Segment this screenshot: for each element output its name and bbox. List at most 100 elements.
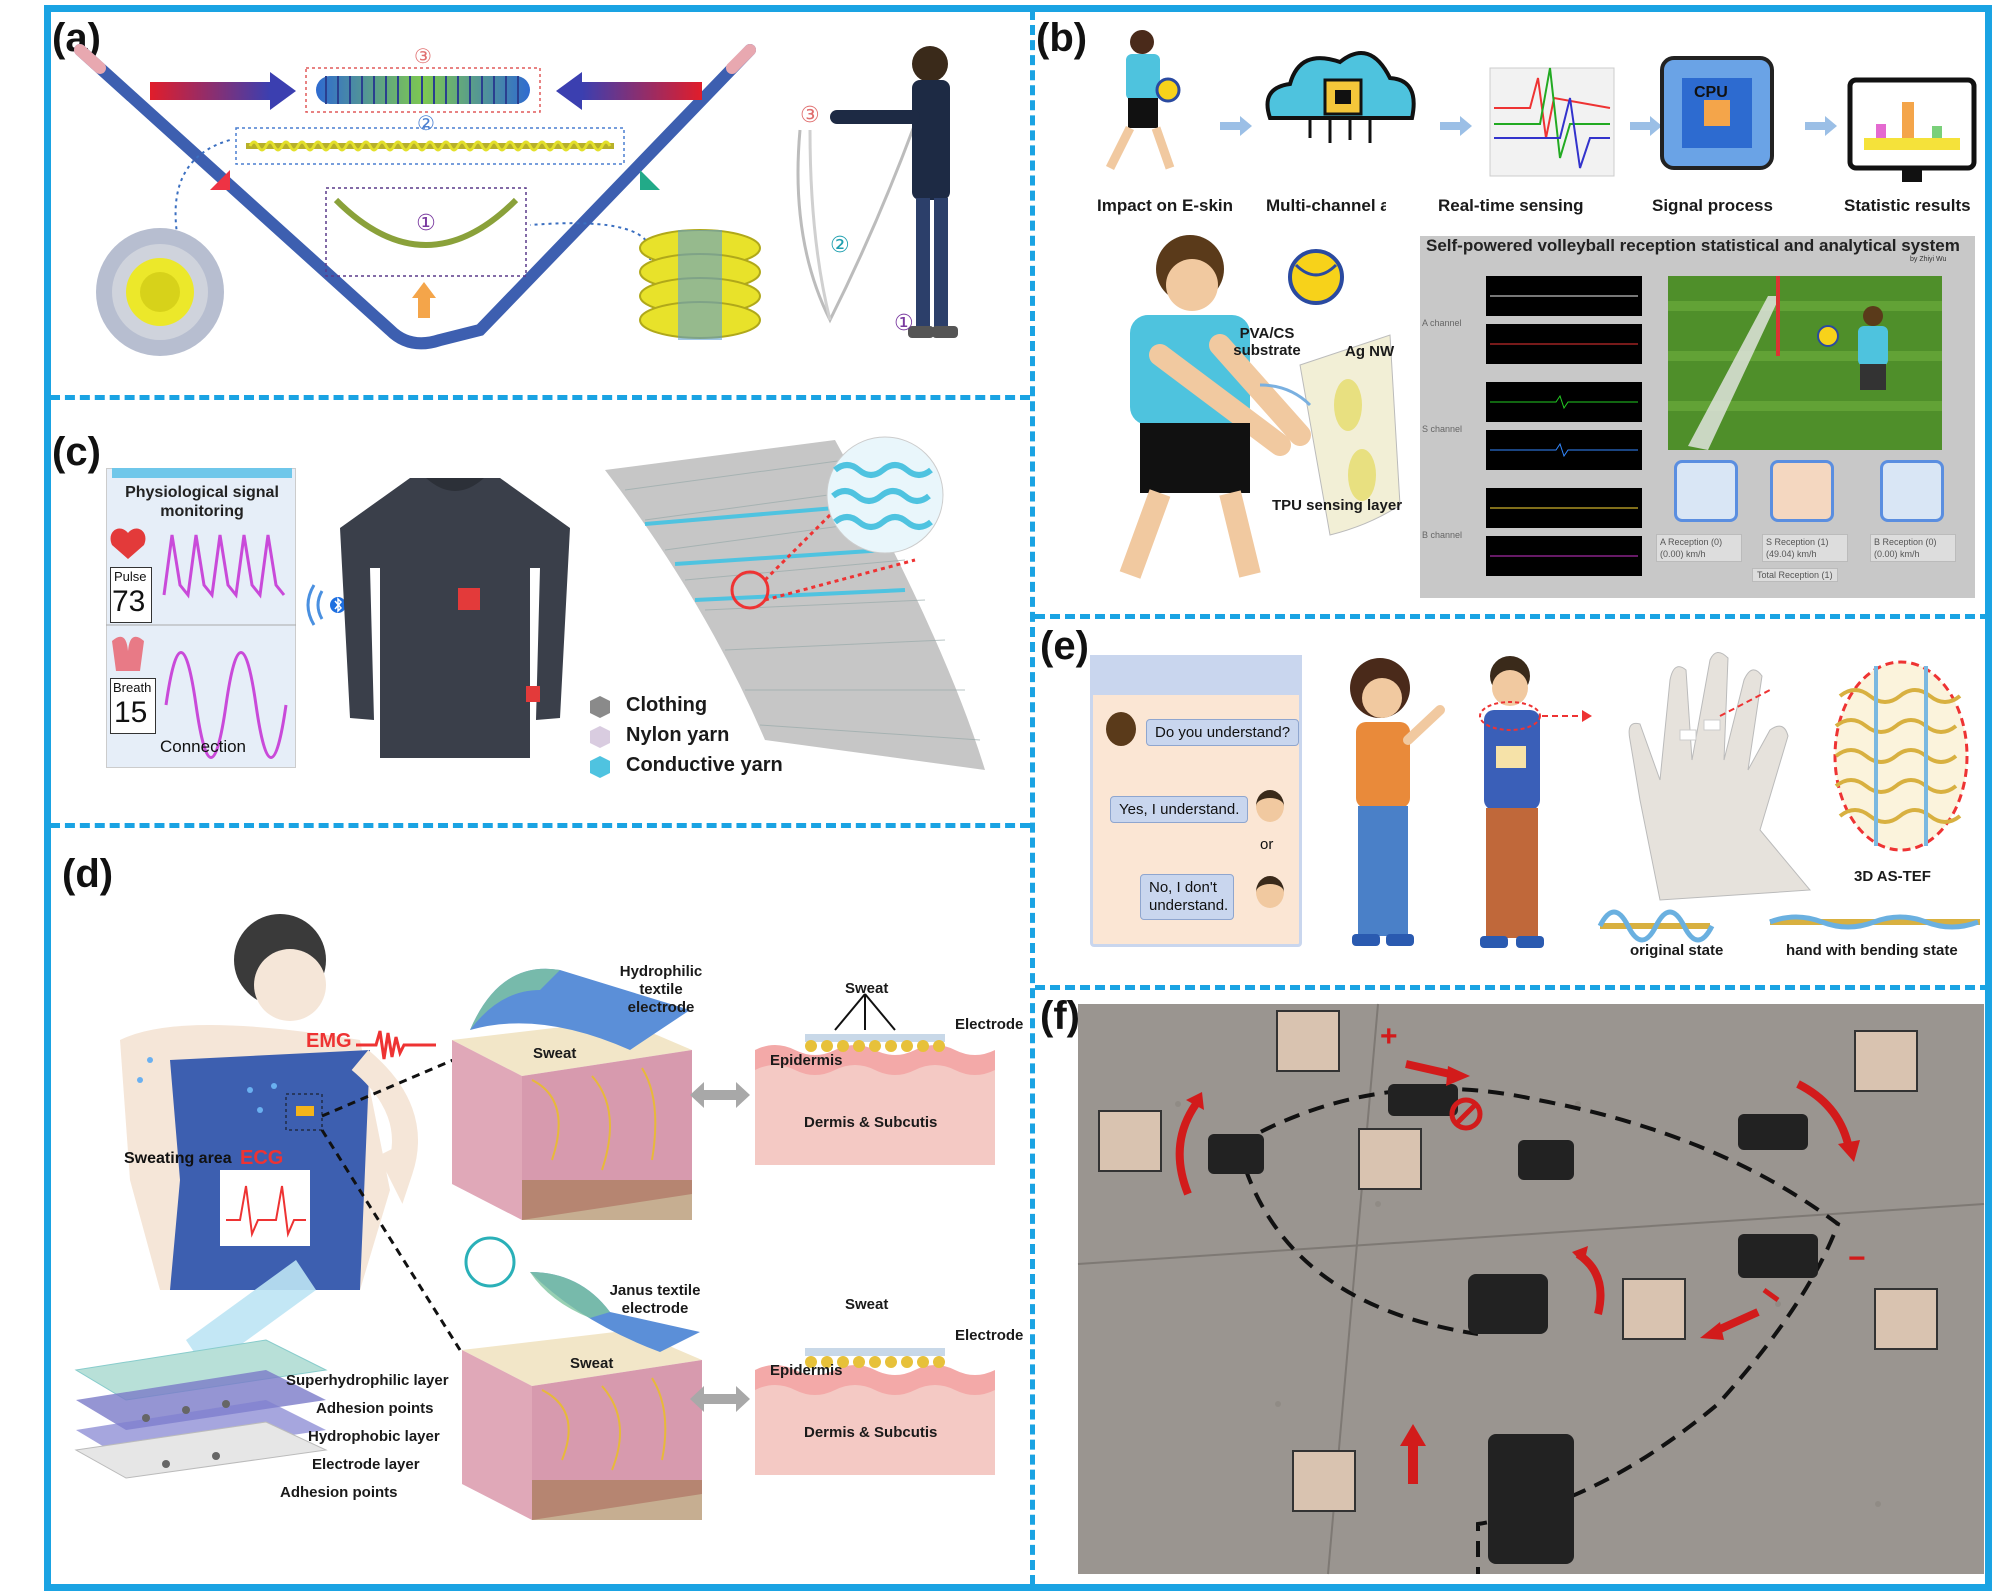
readout-s-name: S Reception — [1766, 537, 1816, 547]
janus-zoom-circle — [464, 1236, 516, 1288]
epidermis-label-bottom: Epidermis — [770, 1362, 843, 1379]
system-title: Self-powered volleyball reception statis… — [1426, 236, 1960, 255]
double-arrow-1 — [690, 1082, 750, 1108]
readout-b-count: 0 — [1928, 537, 1934, 547]
outer-frame — [44, 5, 1992, 1591]
layer-tpu-label: TPU sensing layer — [1272, 497, 1403, 514]
channel-b-label: B channel — [1422, 530, 1463, 540]
avatar-man-2 — [1256, 876, 1284, 908]
chat-or: or — [1260, 836, 1274, 853]
skin-zoom-top — [755, 993, 995, 1165]
reaction-badge-a — [1674, 460, 1738, 522]
panel-f-label: (f) — [1040, 994, 1080, 1038]
svg-text:③: ③ — [800, 103, 820, 128]
legend-clothing: Clothing — [626, 694, 708, 716]
avatar-woman-1 — [1106, 712, 1136, 746]
volleyball-player-illustration — [1119, 235, 1401, 579]
layer-hydrophobic: Hydrophobic layer — [308, 1428, 440, 1445]
double-arrow-2 — [690, 1386, 750, 1412]
tef-label: 3D AS-TEF — [1854, 868, 1931, 885]
divider-c-d — [50, 823, 1030, 828]
connection-label: Connection — [160, 737, 247, 756]
panel-e-label: (e) — [1040, 624, 1089, 668]
chat-card-fold — [1090, 655, 1302, 695]
divider-vertical — [1030, 10, 1035, 1585]
electrode-label-top: Electrode — [955, 1016, 1024, 1033]
gesture-thumb-1 — [1276, 1010, 1340, 1072]
gesture-point — [1622, 1278, 1686, 1340]
readout-a-unit: km/h — [1686, 549, 1706, 559]
janus-label: Janus textile electrode — [609, 1282, 701, 1317]
flow-step-results: Statistic results — [1844, 196, 1971, 215]
janus-layers-diagram — [74, 1260, 328, 1479]
breath-value: 15 — [114, 696, 148, 729]
flow-step-process: Signal process — [1652, 196, 1773, 215]
readout-s-count: 1 — [1820, 537, 1826, 547]
phone-header — [112, 468, 292, 478]
readout-s-unit: km/h — [1797, 549, 1817, 559]
reaction-badge-b — [1880, 460, 1944, 522]
robot-car-path-scene — [1077, 1003, 1985, 1575]
channel-a-label: A channel — [1422, 318, 1462, 328]
breath-box — [110, 678, 156, 734]
coil-num-3: ③ — [414, 44, 432, 68]
skin-zoom-bottom — [755, 1348, 995, 1475]
layer-substrate-label: PVA/CS substrate — [1233, 325, 1301, 359]
phone-signal-plots — [106, 528, 296, 759]
knit-fabric-illustration — [605, 436, 985, 770]
gesture-forward — [1292, 1450, 1356, 1512]
layer-adhesion-2: Adhesion points — [280, 1484, 398, 1501]
readout-a-count: 0 — [1714, 537, 1720, 547]
flow-step-impact: Impact on E-skin — [1097, 196, 1234, 215]
hydrophilic-label: Hydrophilic textile electrode — [619, 963, 703, 1016]
panel-d-label: (d) — [62, 852, 114, 896]
divider-e-f — [1035, 985, 1990, 990]
flow-step-sensing: Real-time sensing — [1438, 196, 1584, 215]
system-author: by Zhiyi Wu — [1910, 256, 1947, 263]
emg-label: EMG — [306, 1030, 352, 1052]
volleyball-court-view — [1668, 276, 1942, 450]
panel-b-label: (b) — [1036, 16, 1088, 60]
phone-title: Physiological signal monitoring — [125, 484, 279, 520]
janus-electrode-sheet — [530, 1272, 700, 1352]
electrode-label-bottom: Electrode — [955, 1327, 1024, 1344]
dermis-label-bottom: Dermis & Subcutis — [804, 1424, 938, 1441]
sweat-label-top: Sweat — [845, 980, 889, 997]
readout-a-speed: 0.00 — [1663, 549, 1681, 559]
fabric-legend-cubes — [590, 696, 610, 778]
original-state-label: original state — [1630, 942, 1724, 959]
bending-state-label: hand with bending state — [1786, 942, 1958, 959]
legend-nylon: Nylon yarn — [626, 724, 730, 746]
readout-total: Total Reception (1) — [1752, 568, 1838, 582]
athlete-illustration — [120, 914, 501, 1351]
chat-no: No, I don't understand. — [1140, 874, 1234, 920]
yarn-states — [1597, 909, 1980, 943]
readout-s-speed: 49.04 — [1769, 549, 1792, 559]
sign-language-people — [1350, 656, 1592, 948]
readout-b-name: B Reception — [1874, 537, 1924, 547]
gesture-open-right — [1874, 1288, 1938, 1350]
sweat-label-bottom: Sweat — [845, 1296, 889, 1313]
sweating-area-label: Sweating area — [124, 1150, 232, 1167]
plus-sign: + — [1380, 1020, 1398, 1053]
layer-agnw-label: Ag NW — [1345, 343, 1395, 360]
layer-adhesion-1: Adhesion points — [316, 1400, 434, 1417]
layer-superhydrophilic: Superhydrophilic layer — [286, 1372, 449, 1389]
reaction-badge-s — [1770, 460, 1834, 522]
svg-text:①: ① — [894, 311, 914, 336]
sweat-label-2: Sweat — [570, 1355, 614, 1372]
smart-shirt-illustration — [340, 478, 570, 758]
channel-plots — [1486, 276, 1642, 576]
readout-total-count: 1 — [1824, 570, 1830, 580]
ecg-label: ECG — [240, 1147, 284, 1169]
pulse-box — [110, 567, 152, 623]
panel-a-person-illustration: ③ ② ① — [796, 46, 958, 338]
divider-a-c — [50, 395, 1030, 400]
emg-waveform — [356, 1030, 436, 1060]
hydrophilic-electrode-sheet — [470, 968, 690, 1050]
gesture-open-left — [1098, 1110, 1162, 1172]
svg-text:②: ② — [830, 233, 850, 258]
layer-electrode: Electrode layer — [312, 1456, 420, 1473]
breath-label: Breath — [113, 680, 152, 695]
chat-yes: Yes, I understand. — [1110, 796, 1249, 823]
